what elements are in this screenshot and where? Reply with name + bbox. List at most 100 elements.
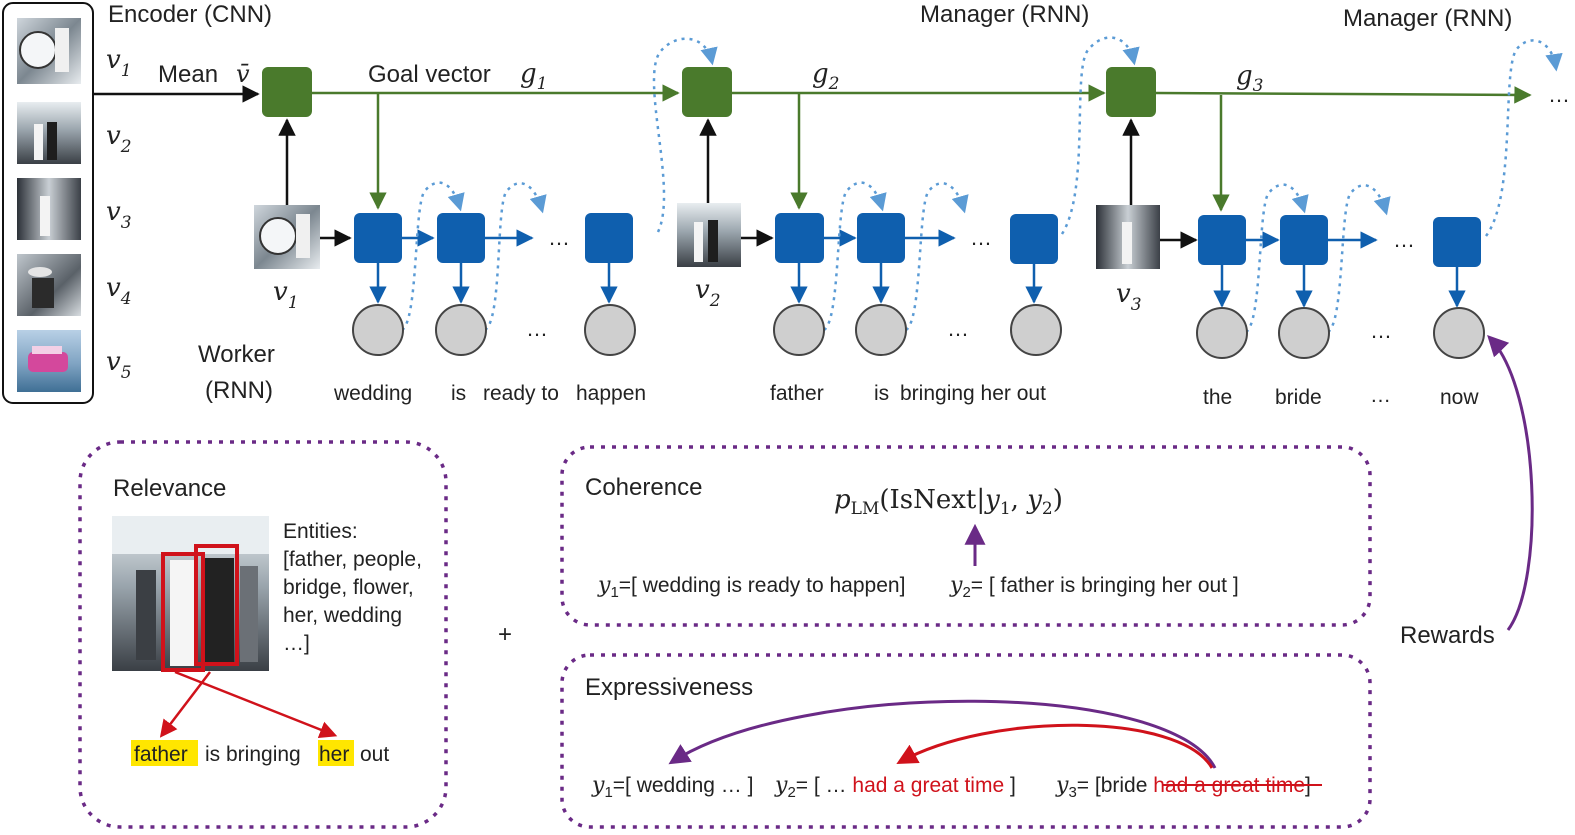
relevance-photo xyxy=(112,516,269,671)
worker-v1-label: v1 xyxy=(273,277,299,313)
worker-cell-4 xyxy=(775,213,824,263)
worker-image-1 xyxy=(254,205,320,269)
manager-ellipsis: … xyxy=(1548,82,1570,107)
g2-label: g2 xyxy=(812,59,839,94)
rewards-label: Rewards xyxy=(1400,622,1495,649)
entities-line-2: [father, people, xyxy=(283,548,422,571)
highlight-father xyxy=(131,740,198,766)
mean-label: Mean xyxy=(158,61,218,88)
goal-vector-label: Goal vector xyxy=(368,61,491,88)
expressiveness-y1: y1=[ wedding … ] xyxy=(591,773,753,801)
manager-loop-2 xyxy=(1060,36,1140,235)
worker-v2-label: v2 xyxy=(695,275,721,311)
v1-label: v1 xyxy=(106,45,132,81)
worker-cell-8 xyxy=(1280,215,1328,265)
coherence-y1: y1=[ wedding is ready to happen] xyxy=(597,573,905,601)
expressiveness-box xyxy=(560,653,1372,829)
worker-cell-1 xyxy=(354,213,402,263)
word-6: is xyxy=(874,382,889,405)
highlight-her xyxy=(318,740,354,766)
entities-line-1: Entities: xyxy=(283,520,358,543)
relevance-arrow-father xyxy=(159,671,211,738)
expressiveness-y3: y3= [bride had a great time] xyxy=(1055,773,1311,801)
word-2: is xyxy=(451,382,466,405)
coherence-box xyxy=(560,445,1372,627)
output-node-3 xyxy=(584,304,636,356)
worker-image-2 xyxy=(677,203,741,267)
worker-cell-9 xyxy=(1433,217,1481,267)
relevance-title: Relevance xyxy=(113,475,226,502)
word-5: father xyxy=(770,382,824,405)
worker-cell-7 xyxy=(1198,215,1246,265)
v5-label: v5 xyxy=(106,347,132,383)
worker-cell-3 xyxy=(585,213,633,263)
encoder-frame xyxy=(2,2,94,404)
coherence-title: Coherence xyxy=(585,474,702,501)
g3-label: g3 xyxy=(1236,61,1263,96)
word-loop-5 xyxy=(1245,183,1309,334)
encoder-thumbnail-1 xyxy=(17,18,81,84)
worker-image-3 xyxy=(1096,205,1160,269)
coherence-formula: pLM(IsNext|y1, y2) xyxy=(834,485,1063,519)
plus-sign: + xyxy=(498,621,512,648)
word-9: bride xyxy=(1275,386,1322,409)
worker-v3-label: v3 xyxy=(1116,279,1142,315)
goal-line-3 xyxy=(1155,86,1532,104)
worker-cell-5 xyxy=(857,213,905,263)
manager-cell-1 xyxy=(262,67,312,117)
relevance-arrow-her xyxy=(174,670,338,738)
worker-ellipsis-1: … xyxy=(548,225,570,250)
encoder-thumbnail-2 xyxy=(17,102,81,164)
output-node-7 xyxy=(1196,307,1248,359)
output-node-8 xyxy=(1278,307,1330,359)
output-ellipsis-3: … xyxy=(1370,318,1392,343)
output-node-5 xyxy=(855,304,907,356)
worker-title-2: (RNN) xyxy=(205,377,273,404)
mean-symbol: v̄ xyxy=(236,60,250,88)
output-node-9 xyxy=(1433,307,1485,359)
manager-cell-2 xyxy=(682,67,732,117)
worker-ellipsis-3: … xyxy=(1393,227,1415,252)
manager-loop-1 xyxy=(652,37,718,233)
relevance-bbox-1 xyxy=(161,552,205,672)
word-loop-1 xyxy=(401,181,465,332)
expressiveness-y2: y2= [ … had a great time ] xyxy=(774,773,1016,801)
word-8: the xyxy=(1203,386,1232,409)
worker-ellipsis-2: … xyxy=(970,225,992,250)
encoder-thumbnail-4 xyxy=(17,254,81,316)
g1-label: g1 xyxy=(520,59,547,94)
encoder-thumbnail-5 xyxy=(17,330,81,392)
rewards-arrow xyxy=(1487,334,1534,631)
v2-label: v2 xyxy=(106,121,132,157)
output-node-2 xyxy=(435,304,487,356)
worker-cell-2 xyxy=(437,213,485,263)
v4-label: v4 xyxy=(106,273,132,309)
word-4: happen xyxy=(576,382,646,405)
entities-line-3: bridge, flower, xyxy=(283,576,414,599)
word-loop-6 xyxy=(1327,184,1391,334)
encoder-thumbnail-3 xyxy=(17,178,81,240)
output-node-1 xyxy=(352,304,404,356)
word-loop-3 xyxy=(823,181,887,332)
manager-cell-3 xyxy=(1106,67,1156,117)
word-7: bringing her out xyxy=(900,382,1046,405)
expressiveness-title: Expressiveness xyxy=(585,674,753,701)
word-11: now xyxy=(1440,386,1479,409)
output-node-6 xyxy=(1010,304,1062,356)
word-loop-4 xyxy=(905,182,969,332)
output-node-4 xyxy=(773,304,825,356)
manager-loop-3 xyxy=(1484,39,1563,237)
word-10: … xyxy=(1370,384,1391,407)
worker-cell-6 xyxy=(1010,214,1058,264)
manager-title-1: Manager (RNN) xyxy=(920,1,1089,28)
expressiveness-arrow-purple xyxy=(668,699,1217,769)
output-ellipsis-1: … xyxy=(526,316,548,341)
manager-title-2: Manager (RNN) xyxy=(1343,5,1512,32)
word-3: ready to xyxy=(483,382,559,405)
coherence-y2: y2= [ father is bringing her out ] xyxy=(949,573,1239,601)
entities-line-4: her, wedding xyxy=(283,604,402,627)
worker-title-1: Worker xyxy=(198,341,275,368)
word-loop-2 xyxy=(484,182,547,332)
